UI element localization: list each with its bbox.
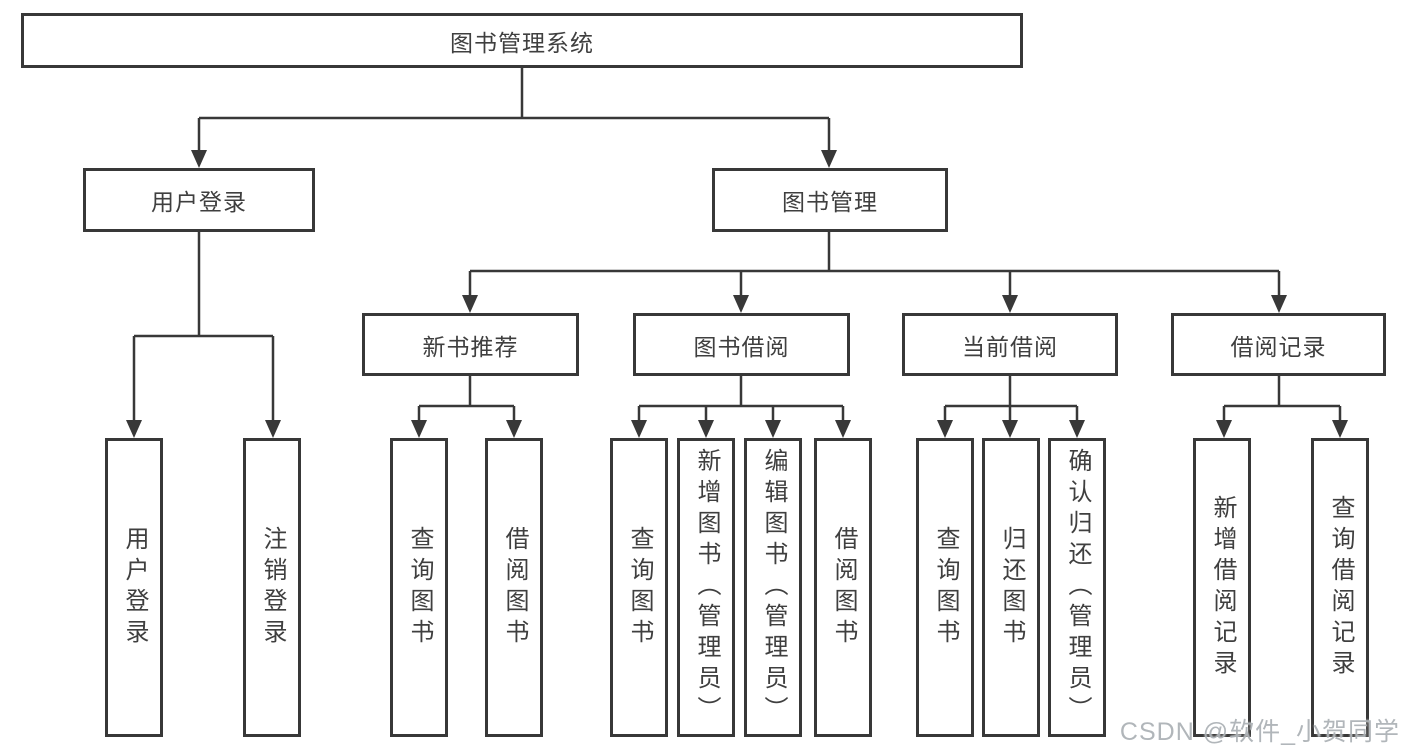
node-book-management-system: 图书管理系统 bbox=[21, 13, 1023, 68]
leaf-query-borrow-record: 查询借阅记录 bbox=[1311, 438, 1369, 737]
node-book-borrowing: 图书借阅 bbox=[633, 313, 850, 376]
leaf-edit-books-admin: 编辑图书（管理员） bbox=[744, 438, 802, 737]
leaf-label: 编辑图书（管理员） bbox=[760, 448, 787, 727]
leaf-label: 新增图书（管理员） bbox=[693, 448, 720, 727]
leaf-label: 查询图书 bbox=[406, 525, 433, 650]
leaf-label: 借阅图书 bbox=[830, 525, 857, 650]
leaf-query-books-recommend: 查询图书 bbox=[390, 438, 448, 737]
node-label: 图书管理系统 bbox=[450, 29, 594, 56]
leaf-query-books-borrow: 查询图书 bbox=[610, 438, 668, 737]
leaf-label: 借阅图书 bbox=[501, 525, 528, 650]
node-new-book-recommendation: 新书推荐 bbox=[362, 313, 579, 376]
node-label: 借阅记录 bbox=[1230, 333, 1327, 360]
leaf-label: 新增借阅记录 bbox=[1209, 494, 1236, 681]
leaf-label: 查询图书 bbox=[932, 525, 959, 650]
leaf-logout: 注销登录 bbox=[243, 438, 301, 737]
leaf-label: 确认归还（管理员） bbox=[1064, 448, 1091, 727]
node-label: 当前借阅 bbox=[962, 333, 1058, 360]
leaf-user-login: 用户登录 bbox=[105, 438, 163, 737]
leaf-label: 注销登录 bbox=[259, 525, 286, 650]
connector-lines bbox=[132, 68, 1342, 424]
csdn-watermark: CSDN @软件_小贺同学 bbox=[1119, 718, 1400, 746]
node-current-borrowing: 当前借阅 bbox=[902, 313, 1118, 376]
node-label: 新书推荐 bbox=[422, 333, 519, 360]
leaf-query-books-current: 查询图书 bbox=[916, 438, 974, 737]
node-label: 用户登录 bbox=[151, 189, 247, 215]
node-book-management: 图书管理 bbox=[712, 168, 948, 232]
leaf-label: 用户登录 bbox=[121, 525, 148, 650]
leaf-add-books-admin: 新增图书（管理员） bbox=[677, 438, 735, 737]
leaf-borrow-books: 借阅图书 bbox=[814, 438, 872, 737]
leaf-return-books: 归还图书 bbox=[982, 438, 1040, 737]
leaf-confirm-return-admin: 确认归还（管理员） bbox=[1048, 438, 1106, 737]
leaf-label: 查询图书 bbox=[626, 525, 653, 650]
leaf-label: 查询借阅记录 bbox=[1327, 494, 1354, 681]
node-label: 图书借阅 bbox=[693, 333, 790, 360]
node-label: 图书管理 bbox=[782, 189, 878, 215]
node-borrowing-records: 借阅记录 bbox=[1171, 313, 1386, 376]
node-user-login: 用户登录 bbox=[83, 168, 315, 232]
leaf-add-borrow-record: 新增借阅记录 bbox=[1193, 438, 1251, 737]
leaf-borrow-books-recommend: 借阅图书 bbox=[485, 438, 543, 737]
leaf-label: 归还图书 bbox=[998, 525, 1025, 650]
